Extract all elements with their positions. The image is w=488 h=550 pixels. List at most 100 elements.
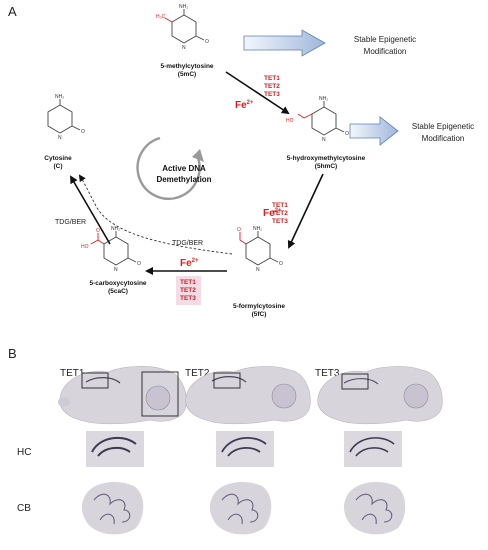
atom-o: O xyxy=(81,129,85,135)
column-label-tet3: TET3 xyxy=(315,368,340,379)
compound-abbr-cytosine: (C) xyxy=(53,163,62,170)
methyl-group: H₃C xyxy=(156,14,166,20)
molecule-cytosine: NH₂ O N xyxy=(47,94,85,141)
fe-base: Fe xyxy=(263,208,275,219)
atom-nh2: NH₂ xyxy=(253,226,262,232)
tdg-ber-label-1: TDG/BER xyxy=(55,219,86,226)
hc-zoom-tet3 xyxy=(344,431,402,467)
atom-nh2: NH₂ xyxy=(319,96,328,102)
tet-3-b: TET2 xyxy=(180,287,196,294)
brain-tissue xyxy=(185,366,311,425)
hc-tissue xyxy=(344,431,402,467)
section-tet1 xyxy=(58,366,187,425)
fe-base: Fe xyxy=(235,100,247,111)
tet-1-b: TET2 xyxy=(264,83,280,90)
arrow-5cac-to-cytosine xyxy=(69,175,111,245)
stable-note-1-line1: Stable Epigenetic xyxy=(354,35,416,44)
dashed-arrow-5fc-to-cytosine xyxy=(78,174,233,255)
atom-n: N xyxy=(58,135,62,141)
fe-label-3: Fe2+ xyxy=(180,258,199,269)
tet-1-a: TET1 xyxy=(264,75,280,82)
molecule-5cac: NH₂ O HO O N xyxy=(81,226,141,273)
stable-note-2-line1: Stable Epigenetic xyxy=(412,122,474,131)
tet-2-b: TET2 xyxy=(272,210,288,217)
compound-name-5fc: 5-formylcytosine xyxy=(233,303,285,310)
hc-stain xyxy=(349,437,395,457)
compound-name-5hmc: 5-hydroxymethylcytosine xyxy=(287,155,366,162)
atom-o: O xyxy=(137,261,141,267)
hc-stain xyxy=(91,436,137,457)
atom-n: N xyxy=(114,267,118,273)
atom-nh2: NH₂ xyxy=(111,226,120,232)
section-tet2 xyxy=(185,366,311,425)
stable-note-2-line2: Modification xyxy=(422,134,465,143)
roi-box-hc xyxy=(213,372,241,389)
cb-folia xyxy=(355,493,393,525)
tet-2-c: TET3 xyxy=(272,218,288,225)
compound-name-5mc: 5-methylcytosine xyxy=(160,63,213,70)
compound-abbr-5mc: (5mC) xyxy=(178,71,196,78)
tdg-ber-label-2: TDG/BER xyxy=(172,240,203,247)
atom-n: N xyxy=(256,267,260,273)
cb-folia xyxy=(221,493,259,525)
column-label-tet2: TET2 xyxy=(185,368,210,379)
hippocampus-stain xyxy=(85,376,121,384)
carboxyl-o: O xyxy=(96,228,100,234)
fe-charge: 2+ xyxy=(192,258,199,264)
hydroxyl-group: HO xyxy=(286,118,294,124)
center-label-line2: Demethylation xyxy=(156,175,211,184)
formyl-group: O xyxy=(237,227,241,233)
tet-2-a: TET1 xyxy=(272,202,288,209)
atom-nh2: NH₂ xyxy=(179,4,188,10)
arrow-5hmc-to-5fc xyxy=(287,173,324,249)
center-label-line1: Active DNA xyxy=(162,164,206,173)
cb-folia xyxy=(93,493,131,525)
compound-abbr-5hmc: (5hmC) xyxy=(315,163,337,170)
tet-3-a: TET1 xyxy=(180,279,196,286)
cerebellum xyxy=(403,383,429,409)
cb-zoom-tet1 xyxy=(81,482,144,535)
section-tet3 xyxy=(317,366,443,425)
tet-1-c: TET3 xyxy=(264,91,280,98)
panel-a-label: A xyxy=(8,4,17,19)
cb-tissue xyxy=(343,482,406,535)
stable-note-1-line2: Modification xyxy=(364,47,407,56)
hippocampus-stain xyxy=(211,376,247,383)
hc-stain xyxy=(221,437,267,457)
compound-abbr-5cac: (5caC) xyxy=(108,288,128,295)
atom-n: N xyxy=(322,137,326,143)
molecule-5hmc: NH₂ HO O N xyxy=(286,96,349,143)
arrow-5mc-to-5hmc xyxy=(225,71,290,115)
stable-arrow-1 xyxy=(243,29,326,57)
atom-o: O xyxy=(205,39,209,45)
cerebellum xyxy=(271,383,297,409)
atom-o: O xyxy=(279,261,283,267)
tet-list-2: TET1 TET2 TET3 xyxy=(272,202,288,225)
tet-box-3 xyxy=(176,276,201,305)
column-label-tet1: TET1 xyxy=(60,368,85,379)
fe-charge: 2+ xyxy=(247,100,254,106)
atom-nh2: NH₂ xyxy=(55,94,64,100)
tet-3-c: TET3 xyxy=(180,295,196,302)
cb-zoom-tet2 xyxy=(209,482,272,535)
stable-arrow-2 xyxy=(349,116,399,146)
fe-label-1: Fe2+ xyxy=(235,100,254,111)
roi-box-hc xyxy=(81,372,109,389)
cycle-arrow-head xyxy=(192,149,204,162)
row-label-cb: CB xyxy=(17,503,31,514)
fe-charge: 2+ xyxy=(275,208,282,214)
atom-n: N xyxy=(182,45,186,51)
compound-name-cytosine: Cytosine xyxy=(44,155,72,162)
cerebellum xyxy=(145,385,171,411)
atom-o: O xyxy=(345,131,349,137)
tet-list-3: TET1 TET2 TET3 xyxy=(180,279,196,302)
fe-base: Fe xyxy=(180,258,192,269)
compound-name-5cac: 5-carboxycytosine xyxy=(89,280,146,287)
panel-b-label: B xyxy=(8,346,17,361)
cb-tissue xyxy=(81,482,144,535)
hippocampus-stain xyxy=(343,378,379,385)
carboxyl-ho: HO xyxy=(81,244,89,250)
cb-tissue xyxy=(209,482,272,535)
row-label-hc: HC xyxy=(17,447,31,458)
